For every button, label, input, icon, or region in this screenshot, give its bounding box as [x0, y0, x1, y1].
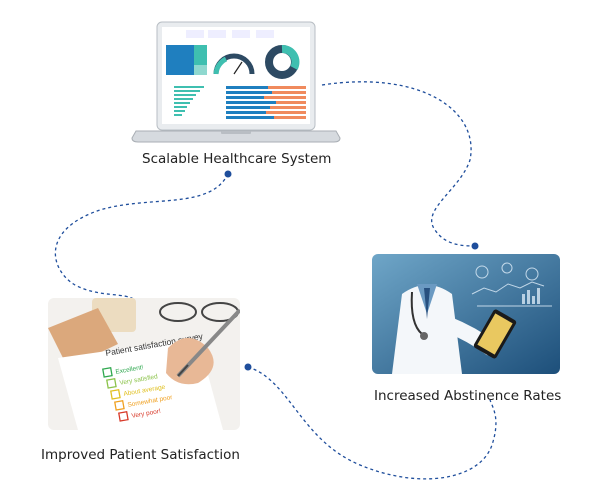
survey-checkbox — [102, 366, 113, 378]
survey-illustration: Patient satisfaction survey Excellent!Ve… — [48, 298, 240, 430]
satisfaction-survey-image: Patient satisfaction survey Excellent!Ve… — [48, 298, 240, 430]
survey-checkbox — [106, 377, 117, 389]
node-label-increased-abstinence: Increased Abstinence Rates — [374, 388, 562, 404]
laptop-illustration — [131, 21, 341, 143]
survey-option: Excellent! — [102, 364, 144, 378]
survey-option-label: Excellent! — [115, 364, 144, 376]
connector-laptop-to-survey — [54, 173, 229, 301]
node-label-scalable-healthcare: Scalable Healthcare System — [142, 151, 332, 167]
connector-dot-laptop — [224, 170, 232, 178]
survey-checkbox — [114, 399, 125, 411]
doctor-illustration — [372, 254, 560, 374]
doctor-tablet-image — [372, 254, 560, 374]
connector-survey-to-doctor — [247, 366, 497, 480]
node-label-improved-satisfaction: Improved Patient Satisfaction — [41, 447, 240, 463]
connector-laptop-to-doctor — [321, 81, 476, 247]
connector-dot-survey — [244, 363, 252, 371]
connector-dot-doctor — [471, 242, 479, 250]
survey-checkbox — [118, 410, 129, 422]
laptop-dashboard-image — [126, 18, 346, 146]
survey-checkbox — [110, 388, 121, 400]
